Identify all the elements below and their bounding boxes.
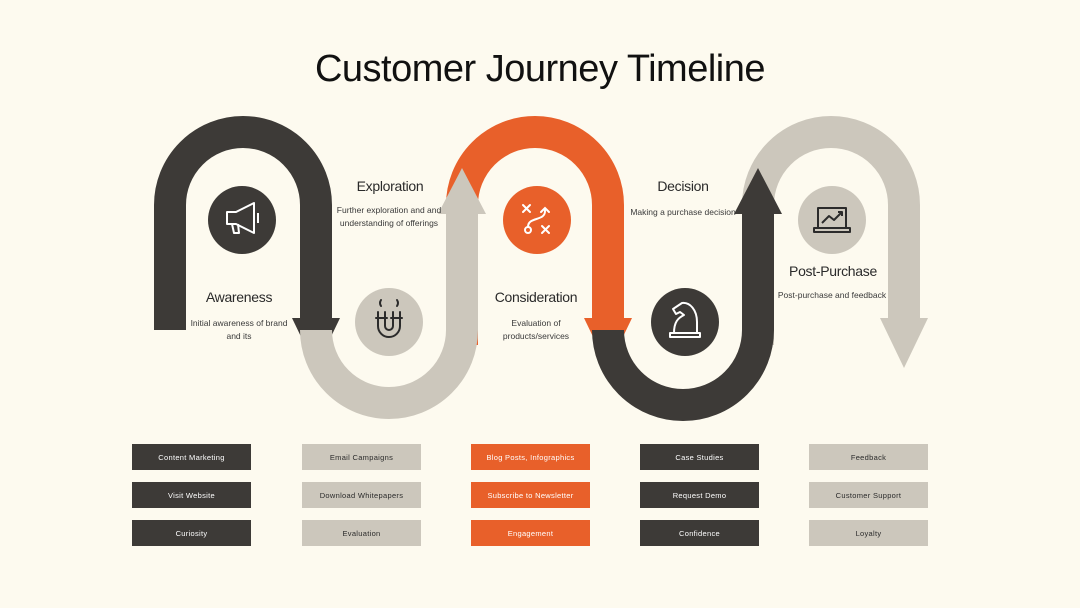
arrow-down-post-purchase — [880, 318, 928, 368]
exploration-icon-circle — [355, 288, 423, 356]
path-segment-decision — [592, 210, 774, 421]
path-segment-post-purchase — [742, 116, 920, 345]
stage-desc-decision: Making a purchase decision — [630, 207, 736, 217]
tag-decision-3: Confidence — [640, 520, 759, 546]
tag-decision-2: Request Demo — [640, 482, 759, 508]
path-segment-exploration — [300, 210, 478, 419]
arrow-up-decision — [734, 168, 782, 214]
tag-awareness-3: Curiosity — [132, 520, 251, 546]
stage-title-post-purchase: Post-Purchase — [789, 263, 877, 279]
megaphone-icon — [226, 202, 259, 234]
chess-knight-icon — [669, 301, 701, 338]
tag-consideration-2: Subscribe to Newsletter — [471, 482, 590, 508]
decision-icon-circle — [651, 288, 719, 356]
tag-consideration-1: Blog Posts, Infographics — [471, 444, 590, 470]
tag-post-purchase-2: Customer Support — [809, 482, 928, 508]
stage-desc-exploration: Further exploration and and understandin… — [336, 205, 442, 228]
arrow-up-exploration — [438, 168, 486, 214]
post-purchase-icon-circle — [798, 186, 866, 254]
consideration-icon-circle — [503, 186, 571, 254]
magnet-icon — [375, 299, 403, 338]
tag-awareness-1: Content Marketing — [132, 444, 251, 470]
stage-title-decision: Decision — [657, 178, 709, 194]
tag-post-purchase-1: Feedback — [809, 444, 928, 470]
tag-consideration-3: Engagement — [471, 520, 590, 546]
strategy-icon — [522, 204, 550, 234]
page-title: Customer Journey Timeline — [314, 48, 766, 90]
tag-post-purchase-3: Loyalty — [809, 520, 928, 546]
stage-desc-consideration: Evaluation of products/services — [502, 318, 570, 341]
tag-decision-1: Case Studies — [640, 444, 759, 470]
tag-exploration-2: Download Whitepapers — [302, 482, 421, 508]
stage-title-awareness: Awareness — [205, 289, 273, 305]
stage-title-exploration: Exploration — [356, 178, 424, 194]
stage-title-consideration: Consideration — [494, 289, 578, 305]
tag-awareness-2: Visit Website — [132, 482, 251, 508]
awareness-icon-circle — [208, 186, 276, 254]
analytics-laptop-icon — [813, 207, 851, 233]
tag-exploration-1: Email Campaigns — [302, 444, 421, 470]
stage-desc-awareness: Initial awareness of brand and its — [190, 318, 288, 341]
stage-desc-post-purchase: Post-purchase and feedback — [777, 290, 887, 300]
path-segment-awareness — [154, 116, 332, 330]
path-segment-consideration — [446, 116, 624, 345]
tag-exploration-3: Evaluation — [302, 520, 421, 546]
